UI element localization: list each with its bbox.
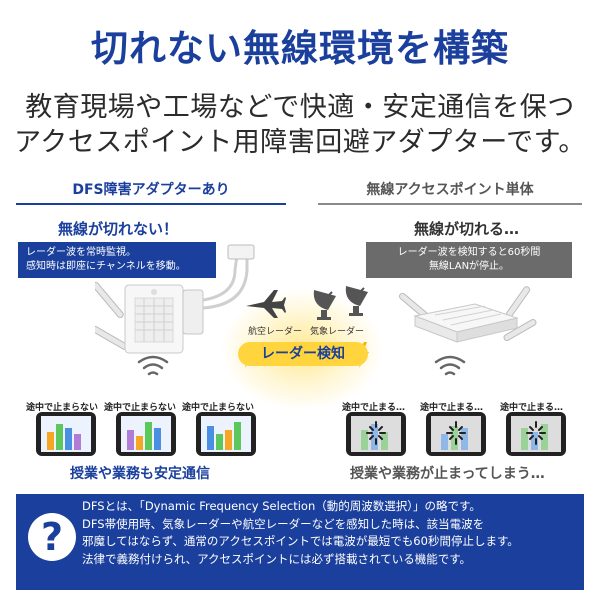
right-tablet-label-2: 途中で止まる… (420, 403, 484, 413)
loading-icon (441, 421, 468, 450)
left-callout-title: 無線が切れない！ (58, 220, 179, 238)
left-callout-line-2: 感知時は即座にチャンネルを移動。 (26, 261, 186, 272)
right-callout-line-2: 無線LANが停止。 (428, 261, 510, 272)
left-tablet-label-2: 途中で止まらない (104, 403, 177, 413)
tablet-device (346, 412, 406, 456)
left-caption: 授業や業務も安定通信 (70, 466, 210, 482)
left-panel-heading: DFS障害アダプターあり (16, 177, 286, 205)
right-callout-title: 無線が切れる… (414, 220, 520, 238)
tablet-screen (201, 416, 251, 452)
loading-icon (361, 421, 388, 450)
right-panel-heading: 無線アクセスポイント単体 (318, 177, 582, 205)
wifi-signal-icon (137, 355, 169, 376)
right-callout-box: レーダー波を検知すると60秒間 無線LANが停止。 (366, 242, 572, 278)
access-point-with-adapter-icon (95, 244, 255, 354)
page-title: 切れない無線環境を構築 (91, 27, 509, 70)
right-caption: 授業や業務が止まってしまう… (350, 466, 545, 482)
tablet-screen (351, 416, 401, 452)
radar-dish-icon (313, 290, 336, 320)
airplane-icon (246, 290, 286, 318)
weather-radar-label: 気象レーダー (310, 327, 365, 337)
right-tablet-label-3: 途中で止まる… (500, 403, 564, 413)
loading-icon (521, 421, 548, 450)
tablet-screen (511, 416, 561, 452)
left-tablet-label-3: 途中で止まらない (182, 403, 255, 413)
info-line-4: 法律で義務付けられ、アクセスポイントには必ず搭載されている機能です。 (82, 551, 472, 566)
right-tablet-label-1: 途中で止まる… (342, 403, 406, 413)
subtitle-line-1: 教育現場や工場などで快適・安定通信を保つ (25, 92, 575, 123)
info-line-2: DFS帯使用時、気象レーダーや航空レーダーなどを感知した時は、該当電波を (82, 516, 485, 531)
question-icon: ? (28, 513, 76, 561)
tablet-device (196, 412, 256, 456)
bar-chart-icon (47, 424, 81, 450)
tablet-device (506, 412, 566, 456)
radar-dish-icon (345, 286, 368, 316)
info-line-3: 邪魔してはならず、通常のアクセスポイントでは電波が最短でも60秒間停止します。 (82, 534, 519, 548)
radar-detect-badge: レーダー検知 (238, 342, 368, 366)
aviation-radar-label: 航空レーダー (248, 327, 303, 337)
bar-chart-icon (207, 422, 241, 450)
subtitle-line-2: アクセスポイント用障害回避アダプターです。 (14, 127, 586, 158)
tablet-device (116, 412, 176, 456)
left-callout-line-1: レーダー波を常時監視。 (26, 247, 136, 258)
access-point-icon (399, 286, 537, 343)
tablet-screen (41, 416, 91, 452)
tablet-device (36, 412, 96, 456)
right-callout-line-1: レーダー波を検知すると60秒間 (397, 247, 541, 258)
tablet-device (426, 412, 486, 456)
wifi-signal-icon (434, 355, 466, 376)
info-box (16, 494, 584, 590)
left-callout-box: レーダー波を常時監視。 感知時は即座にチャンネルを移動。 (18, 242, 216, 278)
info-line-1: DFSとは、「Dynamic Frequency Selection（動的周波数… (82, 499, 481, 513)
info-text: DFSとは、「Dynamic Frequency Selection（動的周波数… (82, 498, 582, 568)
tablet-screen (121, 416, 171, 452)
left-tablet-label-1: 途中で止まらない (26, 403, 99, 413)
bar-chart-icon (127, 422, 161, 450)
tablet-screen (431, 416, 481, 452)
